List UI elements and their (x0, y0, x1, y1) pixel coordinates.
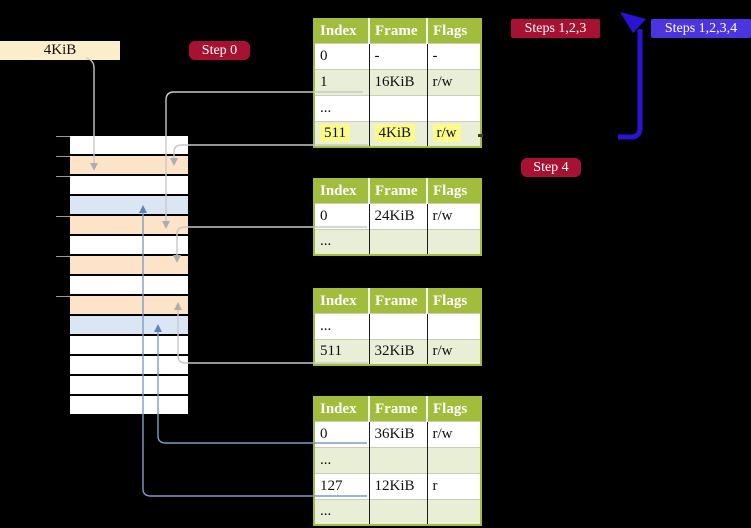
page-table-level-4: Index Frame Flags 0 - - 1 16KiB r/w ... … (313, 18, 482, 148)
flags-cell (427, 228, 481, 255)
loop-arrow-shaft (618, 29, 643, 140)
frame-cell: - (369, 42, 428, 69)
frame-cell (369, 312, 428, 339)
index-cell: ... (314, 498, 370, 525)
column-header: Flags (427, 289, 481, 313)
index-cell: 1 (314, 68, 370, 95)
table-row: 127 12KiB r (314, 472, 481, 499)
flags-cell (427, 446, 481, 473)
frame-cell: 36KiB (369, 420, 428, 447)
flags-cell: r/w (427, 420, 481, 447)
flags-cell: - (427, 42, 481, 69)
table-row: ... (314, 446, 481, 473)
memory-row-free (70, 176, 188, 194)
memory-row-free (70, 376, 188, 394)
frame-cell (369, 498, 428, 525)
column-header: Frame (369, 19, 428, 43)
table-row: ... (314, 312, 481, 339)
page-table-level-2: Index Frame Flags ... 511 32KiB r/w (313, 288, 482, 366)
memory-row-free (70, 356, 188, 374)
memory-row-free (70, 336, 188, 354)
address-tick (56, 256, 70, 257)
highlighted-value: 511 (320, 124, 350, 143)
memory-row-table (70, 256, 188, 274)
column-header: Frame (369, 397, 428, 421)
highlighted-value: 4KiB (374, 124, 416, 143)
column-header: Frame (369, 179, 428, 203)
frame-cell: 32KiB (369, 338, 428, 365)
flags-cell (427, 312, 481, 339)
index-cell: 511 (314, 120, 370, 147)
flags-cell: r/w (427, 120, 481, 147)
index-cell: 0 (314, 202, 370, 229)
index-cell: ... (314, 446, 370, 473)
step-0-badge: Step 0 (189, 41, 250, 60)
table-row: 0 36KiB r/w (314, 420, 481, 447)
memory-row-page (70, 316, 188, 334)
loop-arrowhead-icon (620, 12, 646, 33)
address-tick (56, 156, 70, 157)
memory-row-free (70, 136, 188, 154)
highlighted-value: r/w (432, 124, 461, 143)
column-header: Index (314, 179, 370, 203)
index-cell: 0 (314, 42, 370, 69)
step-4-badge: Step 4 (521, 158, 581, 177)
table-row: 511 32KiB r/w (314, 338, 481, 365)
frame-cell: 16KiB (369, 68, 428, 95)
index-cell: ... (314, 312, 370, 339)
index-cell: 511 (314, 338, 370, 365)
flags-cell (427, 498, 481, 525)
frame-cell (369, 228, 428, 255)
column-header: Flags (427, 19, 481, 43)
flags-cell: r/w (427, 68, 481, 95)
memory-row-free (70, 236, 188, 254)
memory-row-free (70, 396, 188, 414)
column-header: Flags (427, 179, 481, 203)
page-table-level-3: Index Frame Flags 0 24KiB r/w ... (313, 178, 482, 256)
physical-frame-label: 4KiB (0, 41, 120, 60)
frame-cell (369, 94, 428, 121)
memory-row-table (70, 156, 188, 174)
column-header: Flags (427, 397, 481, 421)
loop-arrow (618, 12, 646, 140)
index-cell: 0 (314, 420, 370, 447)
table-row: ... (314, 228, 481, 255)
address-tick (56, 296, 70, 297)
memory-column (70, 136, 188, 416)
table-row: 0 - - (314, 42, 481, 69)
column-header: Frame (369, 289, 428, 313)
address-tick (56, 176, 70, 177)
flags-cell: r/w (427, 338, 481, 365)
table-row: ... (314, 94, 481, 121)
table-row: 1 16KiB r/w (314, 68, 481, 95)
table-row: 0 24KiB r/w (314, 202, 481, 229)
memory-row-free (70, 276, 188, 294)
flags-cell (427, 94, 481, 121)
steps-1-2-3-badge: Steps 1,2,3 (511, 19, 600, 38)
memory-row-page (70, 196, 188, 214)
table-row-highlighted: 511 4KiB r/w (314, 120, 481, 147)
steps-1-2-3-4-badge: Steps 1,2,3,4 (651, 19, 751, 38)
table-row: ... (314, 498, 481, 525)
page-table-level-1: Index Frame Flags 0 36KiB r/w ... 127 12… (313, 396, 482, 526)
index-cell: 127 (314, 472, 370, 499)
frame-cell (369, 446, 428, 473)
memory-row-table (70, 296, 188, 314)
address-tick (56, 136, 70, 137)
flags-cell: r (427, 472, 481, 499)
address-tick (56, 216, 70, 217)
frame-cell: 24KiB (369, 202, 428, 229)
frame-cell: 4KiB (369, 120, 428, 147)
index-cell: ... (314, 228, 370, 255)
column-header: Index (314, 397, 370, 421)
frame-cell: 12KiB (369, 472, 428, 499)
index-cell: ... (314, 94, 370, 121)
column-header: Index (314, 19, 370, 43)
column-header: Index (314, 289, 370, 313)
flags-cell: r/w (427, 202, 481, 229)
memory-row-table (70, 216, 188, 234)
